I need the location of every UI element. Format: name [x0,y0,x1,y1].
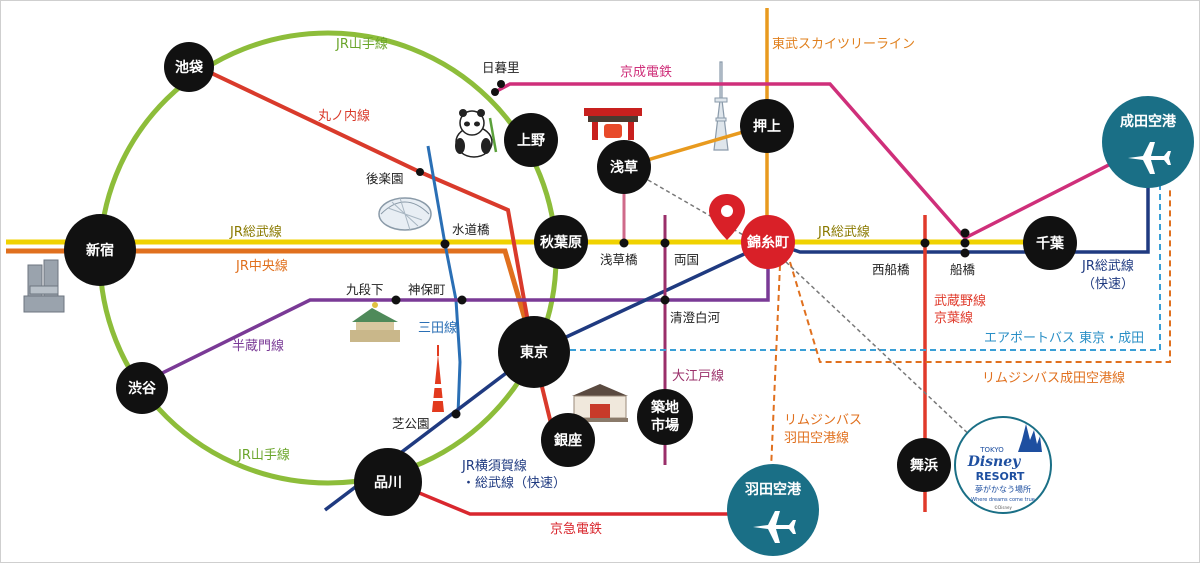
svg-text:東京: 東京 [520,344,548,361]
label-hanzomon: 半蔵門線 [232,338,284,354]
tokyo-dome-icon [378,197,432,231]
station-suidobashi: 水道橋 [452,222,490,237]
station-shibuya[interactable]: 渋谷 [116,362,168,414]
station-ueno[interactable]: 上野 [504,113,558,167]
svg-text:銀座: 銀座 [554,432,582,449]
limousine-narita-route [789,190,1171,363]
label-yokosuka-1: JR横須賀線 [461,458,527,474]
station-shinagawa[interactable]: 品川 [354,448,422,516]
svg-text:TOKYO: TOKYO [979,446,1004,454]
station-maihama[interactable]: 舞浜 [897,438,951,492]
label-yamanote-bottom: JR山手線 [237,447,290,463]
label-yokosuka-2: ・総武線（快速） [462,475,566,491]
station-chiba[interactable]: 千葉 [1023,216,1077,270]
station-nippori: 日暮里 [482,60,520,75]
airplane-icon [753,511,796,543]
station-narita-airport[interactable]: 成田空港 [1102,96,1194,188]
svg-text:浅草: 浅草 [610,159,638,176]
keisei-line [494,82,1149,241]
station-nishifunabashi: 西船橋 [872,262,910,277]
station-ginza[interactable]: 銀座 [541,413,595,467]
label-skytree: 東武スカイツリーライン [772,36,915,52]
svg-text:上野: 上野 [517,133,545,149]
chuo-line [6,248,537,351]
small-station-dots [391,80,970,419]
svg-text:築地: 築地 [650,399,679,416]
station-shibakoen: 芝公園 [392,416,430,431]
budokan-icon [350,302,400,342]
station-funabashi: 船橋 [950,262,976,277]
station-oshiage[interactable]: 押上 [740,99,794,153]
station-haneda-airport[interactable]: 羽田空港 [727,464,819,556]
station-tsukiji[interactable]: 築地 市場 [637,389,693,445]
airplane-icon [1128,142,1171,174]
location-pin-icon [709,194,745,240]
label-sobu-rapid-2: （快速） [1082,277,1134,292]
disney-link [785,261,976,441]
label-limousine-narita: リムジンバス成田空港線 [982,370,1125,386]
label-keikyu: 京急電鉄 [550,522,602,537]
station-tokyo[interactable]: 東京 [498,316,570,388]
svg-text:池袋: 池袋 [175,59,204,76]
svg-text:舞浜: 舞浜 [910,457,938,474]
station-jimbocho: 神保町 [408,282,446,297]
svg-text:渋谷: 渋谷 [128,380,157,397]
svg-text:Where dreams come true: Where dreams come true [971,497,1035,503]
label-mita: 三田線 [418,320,457,336]
station-asakusabashi: 浅草橋 [600,252,638,267]
station-ikebukuro[interactable]: 池袋 [164,42,214,92]
svg-text:秋葉原: 秋葉原 [540,234,582,251]
label-musashino: 武蔵野線 [934,293,986,309]
station-korakuen: 後楽園 [366,171,404,186]
svg-text:羽田空港: 羽田空港 [745,481,802,498]
svg-text:RESORT: RESORT [976,470,1025,483]
label-yamanote-top: JR山手線 [335,36,388,52]
svg-text:千葉: 千葉 [1036,235,1065,252]
disney-resort-logo[interactable]: TOKYO Disney RESORT 夢がかなう場所 Where dreams… [954,416,1052,514]
svg-text:©Disney: ©Disney [994,505,1012,510]
skytree-icon [713,61,729,151]
svg-text:成田空港: 成田空港 [1120,113,1177,130]
airport-bus-route [560,185,1161,351]
station-kinshicho[interactable]: 錦糸町 [741,215,795,269]
kaminarimon-icon [584,108,642,140]
label-keisei: 京成電鉄 [620,65,672,80]
svg-text:Disney: Disney [967,454,1021,470]
label-sobu-left: JR総武線 [229,224,282,240]
station-kudanshita: 九段下 [346,282,384,297]
label-chuo: JR中央線 [235,258,288,274]
svg-text:夢がかなう場所: 夢がかなう場所 [975,484,1031,494]
svg-text:市場: 市場 [651,417,679,434]
station-shinjuku[interactable]: 新宿 [64,214,136,286]
label-marunouchi: 丸ノ内線 [318,108,370,124]
keikyu-line [387,478,770,516]
svg-text:新宿: 新宿 [86,242,114,259]
hanzomon-line [139,240,770,386]
svg-text:錦糸町: 錦糸町 [747,234,789,251]
label-airport-bus: エアポートバス 東京・成田 [984,330,1144,346]
label-sobu-rapid-1: JR総武線 [1081,258,1134,274]
yamanote-line [97,30,559,486]
station-ryogoku: 両国 [674,252,699,267]
station-kiyosumi: 清澄白河 [670,310,721,325]
label-limousine-haneda-2: 羽田空港線 [784,430,849,446]
station-akihabara[interactable]: 秋葉原 [534,215,588,269]
label-keiyo: 京葉線 [934,310,973,326]
tokyo-tower-icon [431,345,445,412]
label-sobu-right: JR総武線 [817,224,870,240]
panda-icon [455,109,498,158]
station-asakusa[interactable]: 浅草 [597,140,651,194]
limousine-haneda-route [769,264,781,493]
label-oedo: 大江戸線 [672,368,724,384]
svg-text:押上: 押上 [753,118,781,135]
label-limousine-haneda-1: リムジンバス [784,413,862,428]
svg-text:品川: 品川 [374,475,402,491]
tocho-icon [23,259,65,313]
kabukiza-icon [572,384,628,422]
